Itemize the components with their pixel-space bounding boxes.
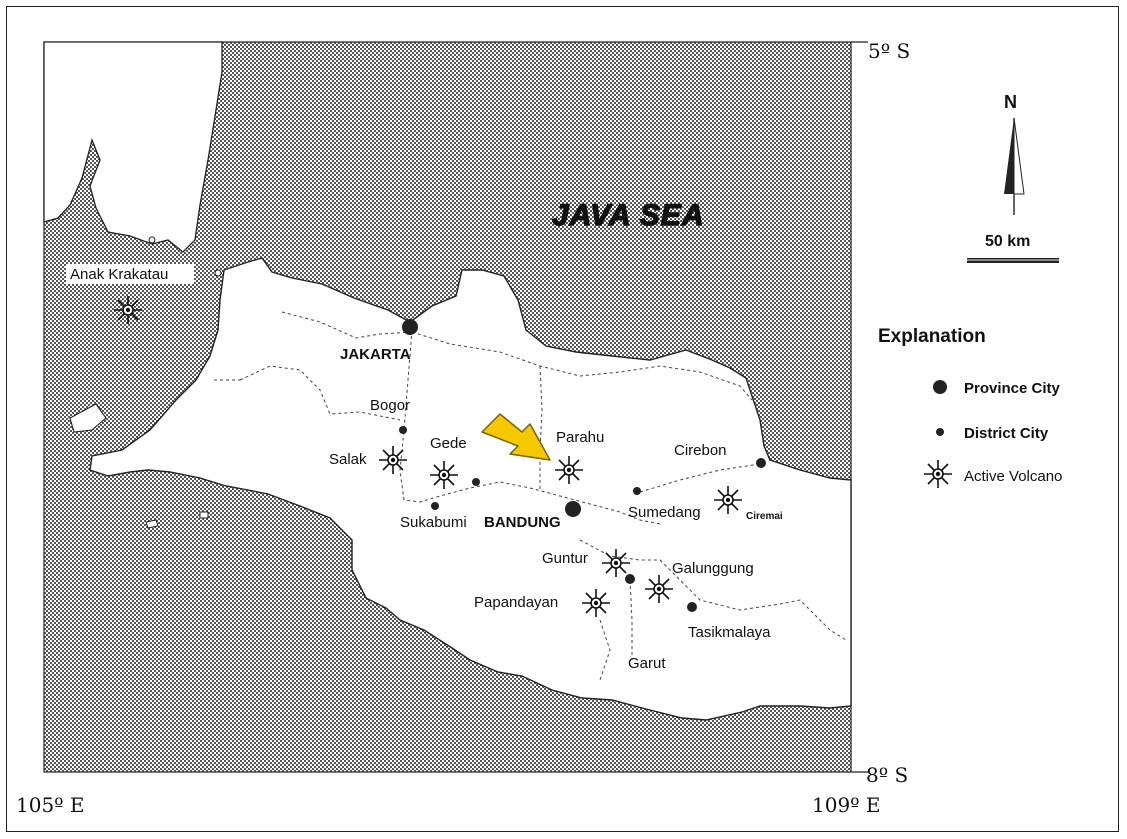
anak-krakatau-label: Anak Krakatau <box>70 266 168 283</box>
tasikmalaya-city-marker <box>687 602 697 612</box>
sukabumi-city-marker <box>431 502 439 510</box>
ciremai-label: Ciremai <box>746 511 783 522</box>
lon-left-label: 105º E <box>16 793 85 817</box>
cirebon-city-marker <box>756 458 766 468</box>
legend-title: Explanation <box>878 326 986 347</box>
island-small <box>69 403 107 433</box>
boundaries <box>214 311 847 681</box>
lat-top-label: 5º S <box>868 39 910 63</box>
highlight-arrow-icon <box>481 413 551 461</box>
legend-item-province-city: Province City <box>964 380 1061 397</box>
gede-volcano-icon <box>429 460 459 490</box>
guntur-label: Guntur <box>542 550 588 567</box>
small-dot-icon <box>936 428 944 436</box>
tasikmalaya-label: Tasikmalaya <box>688 624 771 641</box>
sumatra-land <box>43 41 223 253</box>
java-land <box>89 257 852 721</box>
volcano-star-icon <box>923 459 953 489</box>
anak-krakatau-volcano-icon <box>113 295 143 325</box>
sumedang-label: Sumedang <box>628 504 701 521</box>
bogor-label: Bogor <box>370 397 410 414</box>
gede-label: Gede <box>430 435 467 452</box>
galunggung-volcano-icon <box>644 574 674 604</box>
scale-bar <box>967 258 1059 263</box>
legend-item-active-volcano: Active Volcano <box>964 468 1062 485</box>
scale-label: 50 km <box>985 233 1030 250</box>
legend-item-district-city: District City <box>964 425 1049 442</box>
sea-label: JAVA SEA <box>552 199 704 232</box>
jakarta-label: JAKARTA <box>340 346 411 363</box>
lat-bottom-label: 8º S <box>866 763 908 787</box>
cirebon-label: Cirebon <box>674 442 727 459</box>
papandayan-label: Papandayan <box>474 594 558 611</box>
parahu-volcano-icon <box>554 455 584 485</box>
sukabumi-label: Sukabumi <box>400 514 467 531</box>
garut-city-marker <box>625 574 635 584</box>
bandung-label: BANDUNG <box>484 514 561 531</box>
guntur-volcano-icon <box>601 548 631 578</box>
north-label: N <box>1004 92 1017 112</box>
jakarta-city-marker <box>402 319 418 335</box>
salak-label: Salak <box>329 451 367 468</box>
island-small <box>199 511 209 519</box>
ciremai-volcano-icon <box>713 485 743 515</box>
parahu-label: Parahu <box>556 429 604 446</box>
bogor-city-marker <box>399 426 407 434</box>
north-arrow-icon <box>1004 117 1025 215</box>
galunggung-label: Galunggung <box>672 560 754 577</box>
large-dot-icon <box>933 380 947 394</box>
bandung-city-marker <box>565 501 581 517</box>
sumedang-city-marker <box>633 487 641 495</box>
salak-volcano-icon <box>378 445 408 475</box>
island-small <box>145 519 159 529</box>
papandayan-volcano-icon <box>581 588 611 618</box>
lon-right-label: 109º E <box>812 793 881 817</box>
district-city-marker <box>472 478 480 486</box>
anak-krakatau-dot <box>214 269 222 277</box>
map-frame <box>6 6 1119 832</box>
garut-label: Garut <box>628 655 666 672</box>
